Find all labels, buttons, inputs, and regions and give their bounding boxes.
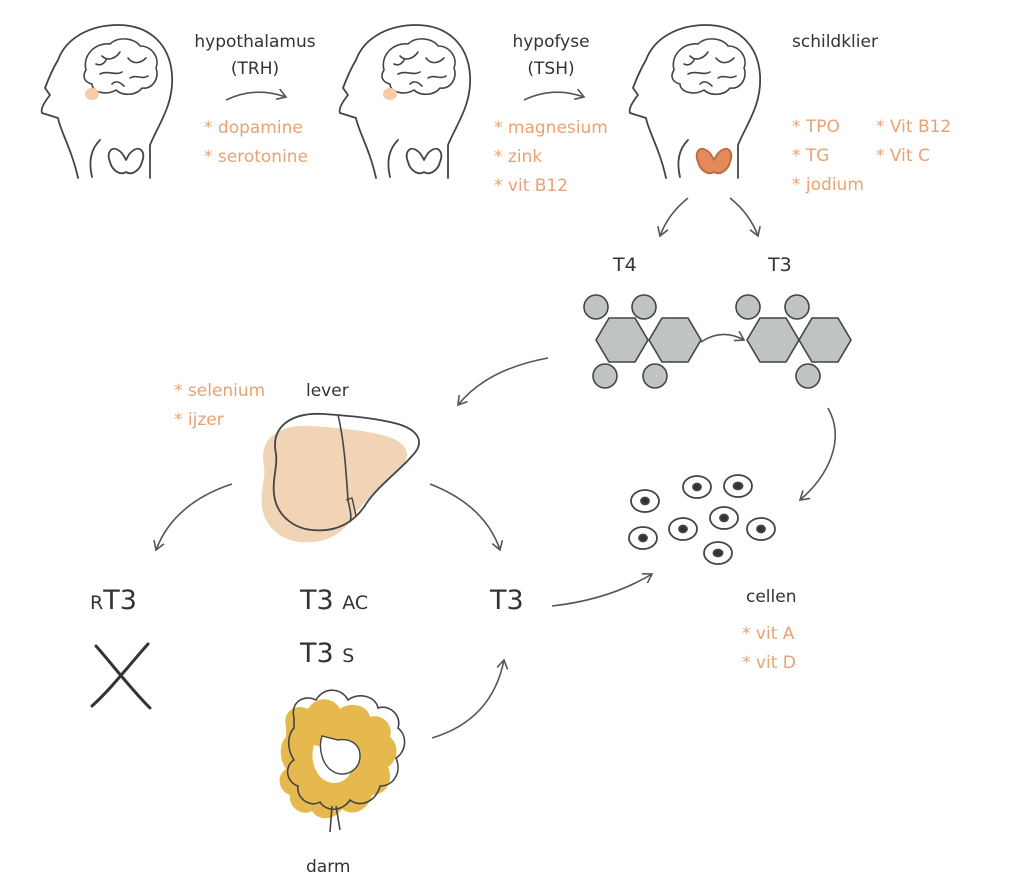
nutrient-item: ijzer [174, 406, 265, 435]
brain-icon [83, 38, 158, 96]
t3ac-suffix: AC [342, 592, 369, 614]
nutrient-item: vit D [742, 649, 796, 678]
t4-label: T4 [613, 254, 637, 276]
t3s-suffix: S [342, 645, 355, 667]
lever-nutrients: seleniumijzer [174, 377, 265, 435]
arrow-molecule-to-lever [457, 357, 549, 407]
rt3-text: T3 [103, 585, 137, 616]
arrow-t3-to-cellen [798, 407, 837, 501]
nutrient-item: zink [494, 143, 608, 172]
molecule-t4-icon [583, 294, 702, 389]
nutrient-item: Vit B12 [876, 113, 951, 142]
rt3-label: RT3 [90, 585, 137, 616]
t3ac-label: T3 AC [300, 585, 368, 616]
t3-top-label: T3 [768, 254, 792, 276]
nutrient-item: selenium [174, 377, 265, 406]
arrow-hypothalamus-to-hypofyse [225, 88, 288, 101]
cellen-label: cellen [746, 587, 797, 607]
nutrient-item: magnesium [494, 114, 608, 143]
gland-spot [85, 88, 99, 100]
rt3-prefix: R [90, 592, 104, 614]
liver-icon [261, 412, 420, 543]
nutrient-item: dopamine [204, 114, 308, 143]
schildklier-label: schildklier [792, 32, 878, 52]
nutrient-item: jodium [792, 171, 864, 200]
brain-icon [381, 38, 456, 96]
thyroid-icon [107, 147, 145, 175]
nutrient-item: TPO [792, 113, 864, 142]
cells-icon [628, 474, 776, 565]
nutrient-item: vit A [742, 620, 796, 649]
brain-icon [671, 38, 746, 96]
arrow-hypofyse-to-schildklier [523, 88, 586, 101]
hypofyse-label: hypofyse [512, 32, 590, 52]
head-profile-icon [338, 24, 471, 179]
tsh-label: (TSH) [527, 59, 575, 79]
arrow-t4-to-t3 [700, 330, 746, 343]
intestine-icon [279, 689, 406, 833]
arrow-t3-to-cellen-lower [551, 573, 654, 607]
t3-free-label: T3 [490, 585, 524, 616]
schildklier-nutrients-left: TPOTGjodium [792, 113, 864, 200]
nutrient-item: serotonine [204, 143, 308, 172]
hypothalamus-label: hypothalamus [194, 32, 316, 52]
arrow-schildklier-to-t3 [729, 197, 761, 238]
hypothalamus-nutrients: dopamineserotonine [204, 114, 308, 172]
thyroid-icon [695, 147, 733, 175]
thyroid-icon [405, 147, 443, 175]
nutrient-item: TG [792, 142, 864, 171]
arrow-darm-to-t3 [431, 658, 509, 739]
cross-icon [90, 642, 152, 710]
arrow-lever-to-rt3 [153, 483, 233, 552]
schildklier-nutrients-right: Vit B12Vit C [876, 113, 951, 171]
cellen-nutrients: vit Avit D [742, 620, 796, 678]
arrow-schildklier-to-t4 [657, 197, 689, 238]
head-profile-icon [628, 24, 761, 179]
t3s-label: T3 S [300, 638, 354, 669]
arrow-lever-to-t3 [429, 483, 504, 552]
t3s-text: T3 [300, 638, 334, 669]
molecule-t3-icon [735, 294, 852, 389]
trh-label: (TRH) [230, 59, 280, 79]
gland-spot [383, 88, 397, 100]
hypofyse-nutrients: magnesiumzinkvit B12 [494, 114, 608, 201]
nutrient-item: vit B12 [494, 172, 608, 201]
nutrient-item: Vit C [876, 142, 951, 171]
head-profile-icon [40, 24, 173, 179]
darm-label: darm [306, 857, 351, 877]
lever-label: lever [306, 381, 349, 401]
t3ac-text: T3 [300, 585, 334, 616]
